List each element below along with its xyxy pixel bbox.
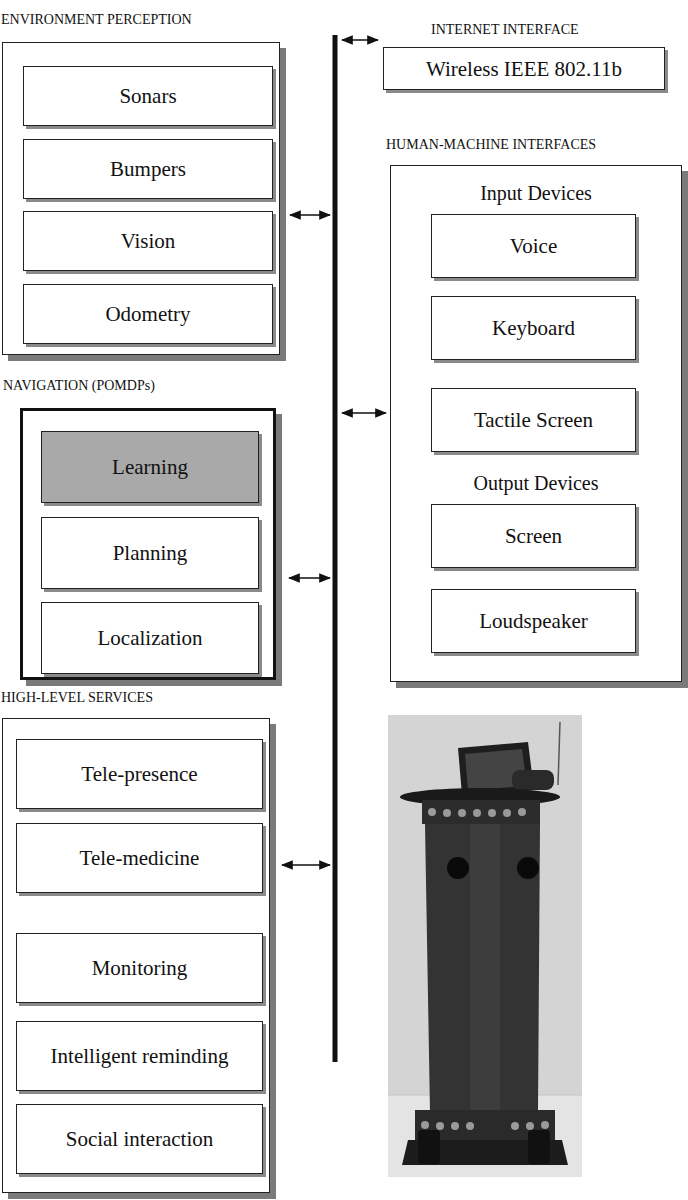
bus-arrow xyxy=(282,864,330,866)
box-label: Monitoring xyxy=(92,956,188,980)
box-label: Planning xyxy=(113,541,188,565)
service-box: Tele-presence xyxy=(16,739,263,809)
device-box: Keyboard xyxy=(431,296,636,360)
box-label: Learning xyxy=(112,455,188,479)
box-label: Tactile Screen xyxy=(474,408,593,432)
bus-arrow xyxy=(290,214,330,216)
box-label: Wireless IEEE 802.11b xyxy=(426,57,622,81)
module-group: NAVIGATION (POMDPs)LearningPlanningLocal… xyxy=(20,408,276,680)
group-heading: NAVIGATION (POMDPs) xyxy=(3,378,155,394)
component-box: Learning xyxy=(41,431,259,503)
module-group: HUMAN-MACHINE INTERFACESInput DevicesOut… xyxy=(390,165,682,682)
module-group: HIGH-LEVEL SERVICESTele-presenceTele-med… xyxy=(2,718,270,1193)
service-box: Social interaction xyxy=(16,1104,263,1174)
box-label: Tele-presence xyxy=(81,762,197,786)
box-label: Social interaction xyxy=(66,1127,214,1151)
box-label: Vision xyxy=(121,229,176,253)
component-box: Bumpers xyxy=(23,139,273,199)
group-heading: HIGH-LEVEL SERVICES xyxy=(1,690,153,706)
box-label: Sonars xyxy=(119,84,176,108)
service-box: Tele-medicine xyxy=(16,823,263,893)
device-box: Loudspeaker xyxy=(431,589,636,653)
service-box: Monitoring xyxy=(16,933,263,1003)
component-box: Planning xyxy=(41,517,259,589)
bus-arrow xyxy=(342,412,386,414)
box-label: Keyboard xyxy=(492,316,575,340)
group-heading: INTERNET INTERFACE xyxy=(431,22,579,38)
component-box: Odometry xyxy=(23,284,273,344)
box-label: Tele-medicine xyxy=(80,846,200,870)
robot-photo xyxy=(388,715,582,1177)
box-label: Loudspeaker xyxy=(479,609,587,633)
group-heading: ENVIRONMENT PERCEPTION xyxy=(1,12,192,28)
box-label: Odometry xyxy=(105,302,190,326)
service-box: Intelligent reminding xyxy=(16,1021,263,1091)
group-heading: HUMAN-MACHINE INTERFACES xyxy=(386,137,596,153)
box-label: Localization xyxy=(98,626,203,650)
component-box: Sonars xyxy=(23,66,273,126)
device-box: Tactile Screen xyxy=(431,388,636,452)
system-bus xyxy=(333,35,338,1062)
component-box: Vision xyxy=(23,211,273,271)
section-label: Input Devices xyxy=(391,182,681,204)
bus-arrow xyxy=(342,39,378,41)
bus-arrow xyxy=(289,577,330,579)
section-label: Output Devices xyxy=(391,472,681,494)
box-label: Voice xyxy=(510,234,557,258)
box-label: Intelligent reminding xyxy=(51,1044,229,1068)
component-box: Localization xyxy=(41,602,259,674)
device-box: Screen xyxy=(431,504,636,568)
box-label: Screen xyxy=(505,524,562,548)
module-group: ENVIRONMENT PERCEPTIONSonarsBumpersVisio… xyxy=(2,42,280,355)
device-box: Voice xyxy=(431,214,636,278)
box-label: Bumpers xyxy=(110,157,186,181)
interface-box: INTERNET INTERFACEWireless IEEE 802.11b xyxy=(383,47,665,90)
